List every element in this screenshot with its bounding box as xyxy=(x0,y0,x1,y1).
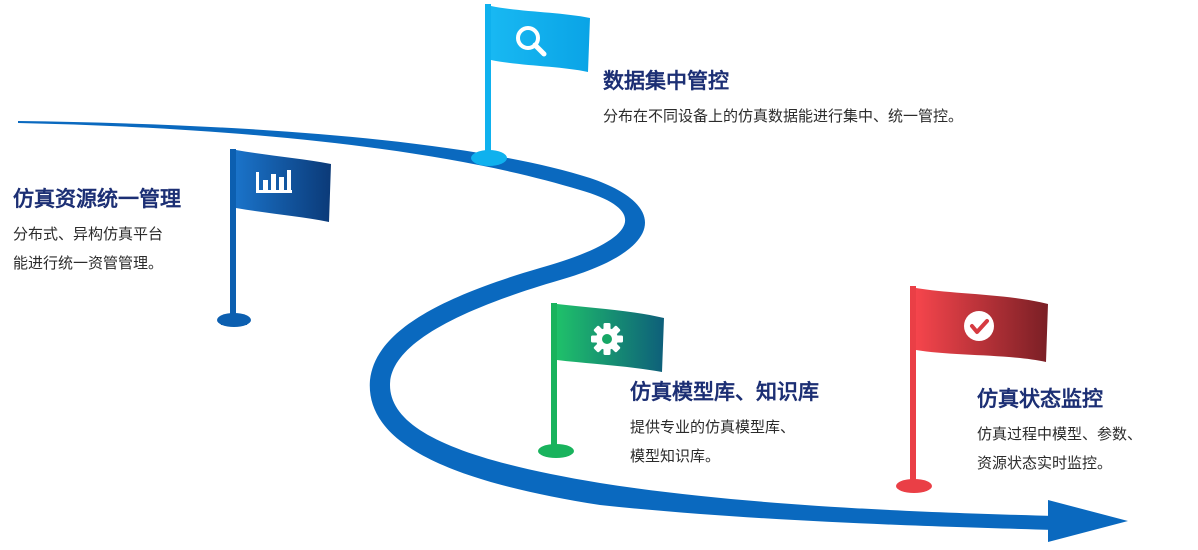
milestone-model: 仿真模型库、知识库 提供专业的仿真模型库、 模型知识库。 xyxy=(630,377,819,471)
flag-monitor xyxy=(896,286,1048,493)
milestone-desc: 分布式、异构仿真平台 能进行统一资管管理。 xyxy=(13,220,181,278)
check-circle-icon xyxy=(964,311,994,341)
flag-pole xyxy=(551,303,557,451)
desc-line: 资源状态实时监控。 xyxy=(977,454,1113,472)
bar-chart-icon xyxy=(256,170,292,193)
desc-line: 仿真过程中模型、参数、 xyxy=(977,425,1143,443)
milestone-title: 仿真资源统一管理 xyxy=(13,187,181,211)
milestone-title: 数据集中管控 xyxy=(603,69,729,93)
flag-pole xyxy=(230,149,236,320)
milestone-title: 仿真模型库、知识库 xyxy=(630,380,819,404)
flag-cloth xyxy=(491,6,590,72)
milestone-desc: 提供专业的仿真模型库、 模型知识库。 xyxy=(630,413,819,471)
desc-line: 提供专业的仿真模型库、 xyxy=(630,418,796,436)
milestone-data: 数据集中管控 分布在不同设备上的仿真数据能进行集中、统一管控。 xyxy=(603,66,963,131)
milestone-title: 仿真状态监控 xyxy=(977,387,1103,411)
desc-line: 分布在不同设备上的仿真数据能进行集中、统一管控。 xyxy=(603,107,964,125)
winding-road xyxy=(18,121,1128,542)
milestone-resource: 仿真资源统一管理 分布式、异构仿真平台 能进行统一资管管理。 xyxy=(13,184,181,278)
flag-pole xyxy=(485,4,491,158)
magnifier-icon xyxy=(516,26,547,57)
desc-line: 模型知识库。 xyxy=(630,447,721,465)
flag-pole xyxy=(910,286,916,486)
flag-resource xyxy=(217,149,331,327)
desc-line: 能进行统一资管管理。 xyxy=(13,254,164,272)
flag-data xyxy=(471,4,590,166)
milestone-desc: 仿真过程中模型、参数、 资源状态实时监控。 xyxy=(977,420,1142,478)
milestone-desc: 分布在不同设备上的仿真数据能进行集中、统一管控。 xyxy=(603,102,963,131)
desc-line: 分布式、异构仿真平台 xyxy=(13,225,164,243)
gear-icon xyxy=(591,323,623,355)
road-arrowhead xyxy=(1048,500,1128,542)
flag-model xyxy=(538,303,664,458)
milestone-monitor: 仿真状态监控 仿真过程中模型、参数、 资源状态实时监控。 xyxy=(977,384,1142,478)
